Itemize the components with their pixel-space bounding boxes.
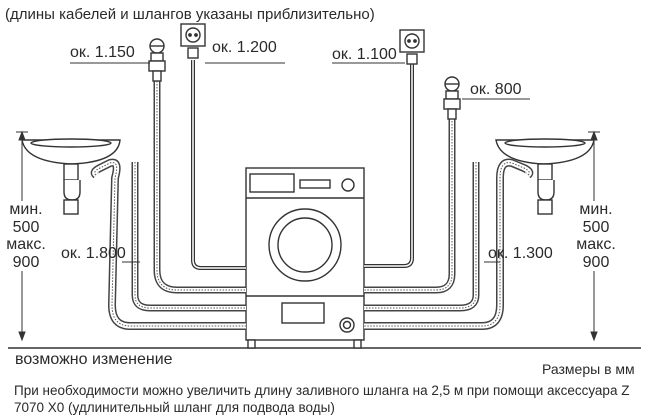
drain-loop-right [364, 162, 480, 312]
height-right-min-value: 500 [582, 218, 610, 236]
height-left-max-value: 900 [12, 253, 40, 271]
washing-machine [245, 167, 365, 349]
power-cable-left [191, 60, 246, 270]
footer-note-line-1: При необходимости можно увеличить длину … [14, 383, 630, 398]
label-inlet-left: ок. 1.150 [70, 44, 135, 61]
label-drain-right: ок. 1.300 [488, 245, 553, 262]
label-inlet-right: ок. 800 [470, 81, 522, 98]
units-note: Размеры в мм [542, 361, 635, 377]
power-socket-left-icon [180, 23, 206, 59]
water-tap-right-icon [443, 76, 461, 120]
height-right-max-label: макс. [576, 236, 616, 253]
sink-right-icon [495, 138, 595, 215]
drain-loop-left [131, 162, 246, 312]
header-note: (длины кабелей и шлангов указаны приблиз… [5, 6, 375, 23]
label-cable-left: ок. 1.200 [212, 39, 277, 56]
label-drain-left: ок. 1.800 [61, 245, 126, 262]
power-socket-right-icon [399, 29, 425, 65]
height-right-max-value: 900 [582, 253, 610, 271]
sink-left-icon [21, 138, 121, 215]
height-label-left: мин. 500 макс. 900 [6, 201, 46, 271]
power-cable-right [364, 60, 414, 268]
water-tap-left-icon [148, 38, 166, 82]
height-right-min-label: мин. [579, 201, 613, 218]
footer-note-line-2: 7070 X0 (удлинительный шланг для подвода… [14, 400, 335, 415]
label-cable-right: ок. 1.100 [332, 46, 397, 63]
height-label-right: мин. 500 макс. 900 [571, 201, 621, 271]
height-left-min-value: 500 [12, 218, 40, 236]
height-left-max-label: макс. [6, 236, 46, 253]
height-left-min-label: мин. [9, 201, 43, 218]
variation-note: возможно изменение [15, 351, 173, 368]
inlet-hose-left [153, 78, 246, 294]
